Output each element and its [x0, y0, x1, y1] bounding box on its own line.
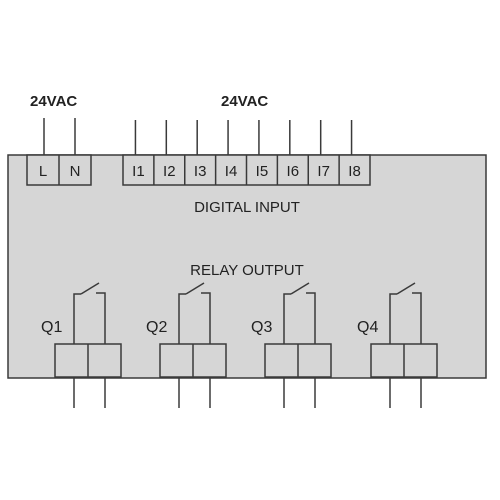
relay-contact-output: [412, 292, 422, 344]
power-section: 24VAC L N: [26, 93, 92, 186]
relay-contact-switch: [185, 282, 205, 295]
relay-contact-switch: [290, 282, 310, 295]
relay-output-label-q2: Q2: [146, 319, 167, 336]
relay-contact-output: [201, 292, 211, 344]
relay-contact-switch: [396, 282, 416, 295]
relay-contact-switch: [80, 282, 100, 295]
input-supply-label: 24VAC: [221, 93, 268, 110]
input-terminal-i4: I4: [225, 163, 238, 180]
power-terminal-l: L: [39, 163, 47, 180]
input-terminal-i2: I2: [163, 163, 176, 180]
power-terminal-n: N: [70, 163, 81, 180]
input-terminals: I1 I2 I3 I4 I5 I6 I7 I8: [132, 120, 361, 185]
input-terminal-i1: I1: [132, 163, 145, 180]
input-terminal-i5: I5: [256, 163, 269, 180]
relay-output-section: RELAY OUTPUT Q1 Q2 Q3 Q4: [41, 262, 438, 408]
input-terminal-i3: I3: [194, 163, 207, 180]
relay-contact-common: [73, 293, 81, 344]
relay-contact-common: [283, 293, 291, 344]
relay-outputs: Q1 Q2 Q3 Q4: [41, 282, 438, 408]
relay-contact-output: [306, 292, 316, 344]
input-terminal-i6: I6: [287, 163, 300, 180]
relay-output-q2: Q2: [146, 282, 227, 408]
relay-output-q1: Q1: [41, 282, 122, 408]
input-terminal-i8: I8: [348, 163, 361, 180]
relay-output-q3: Q3: [251, 282, 332, 408]
input-terminal-i7: I7: [317, 163, 330, 180]
relay-output-label-q1: Q1: [41, 319, 62, 336]
relay-contact-output: [96, 292, 106, 344]
relay-contact-common: [389, 293, 397, 344]
module-body: [7, 154, 487, 379]
relay-output-label-q4: Q4: [357, 319, 378, 336]
digital-input-label: DIGITAL INPUT: [194, 199, 300, 216]
power-label: 24VAC: [30, 93, 77, 110]
digital-input-section: 24VAC I1 I2 I3 I4 I5 I6 I7 I8 DIGITAL INPUT: [122, 93, 371, 216]
relay-output-label: RELAY OUTPUT: [190, 262, 304, 279]
relay-output-label-q3: Q3: [251, 319, 272, 336]
relay-output-q4: Q4: [357, 282, 438, 408]
relay-contact-common: [178, 293, 186, 344]
